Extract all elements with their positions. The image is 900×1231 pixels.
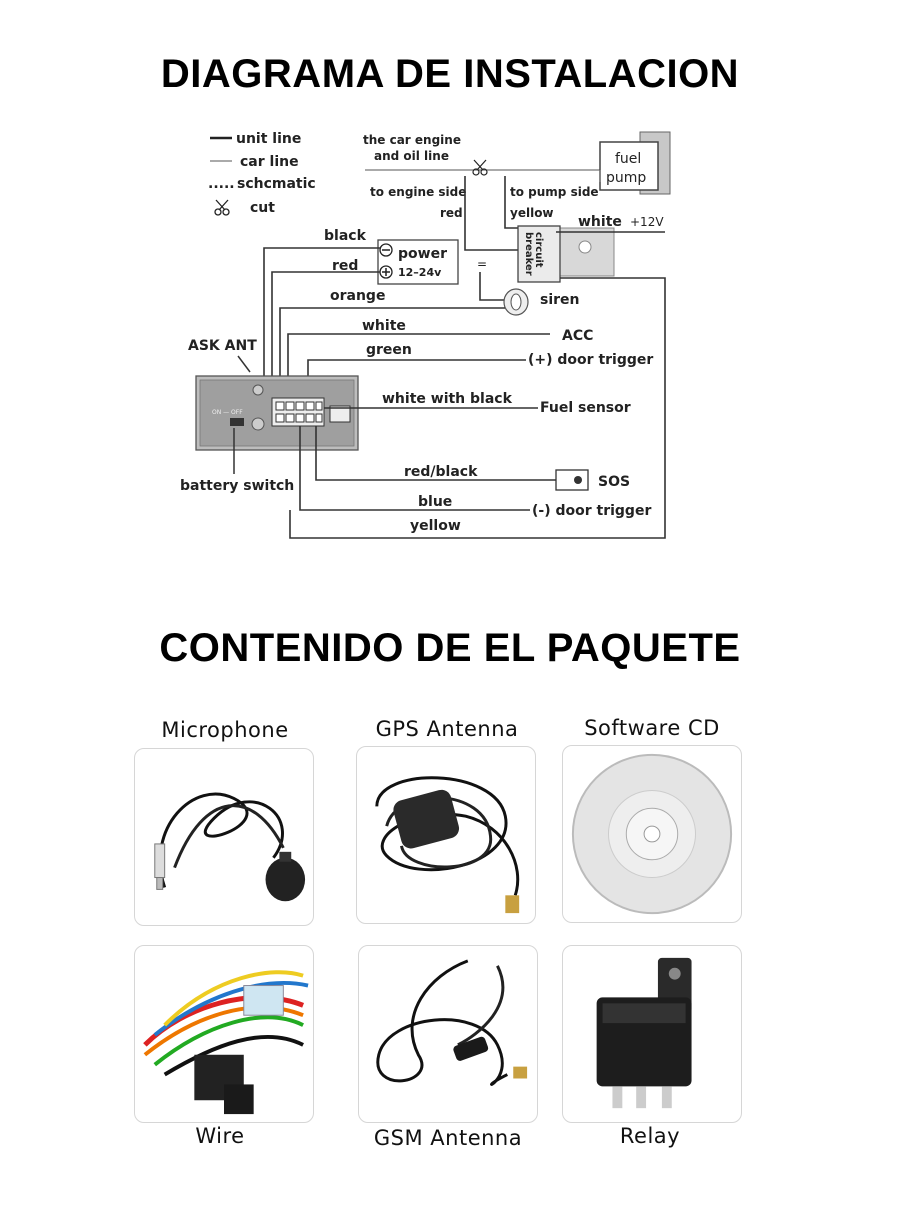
gps-antenna-card (356, 746, 536, 924)
software-cd-icon (571, 753, 733, 915)
diagram-title: DIAGRAMA DE INSTALACION (160, 52, 740, 96)
microphone-icon (154, 792, 306, 902)
breaker-label: breaker (523, 232, 534, 276)
sos-button-icon (555, 469, 589, 491)
battery-switch-knob (230, 418, 244, 426)
acc-label: ACC (562, 328, 593, 344)
yellow-top-label: yellow (510, 206, 554, 220)
installation-diagram: unit line car line ..... schcmatic cut t… (180, 131, 671, 539)
relay-card (562, 945, 742, 1123)
power-label: power (398, 246, 447, 262)
ask-ant-label: ASK ANT (188, 338, 257, 354)
pump-side-label: to pump side (510, 185, 599, 199)
white-top-label: white (578, 214, 622, 230)
black-wire-label: black (324, 228, 367, 244)
legend-cut: cut (250, 200, 275, 216)
on-off-label: ON — OFF (212, 409, 243, 416)
red-top-label: red (440, 206, 463, 220)
battery-switch-label: battery switch (180, 478, 294, 494)
red-black-wire-label: red/black (404, 464, 478, 480)
siren-label: siren (540, 292, 580, 308)
microphone-label: Microphone (161, 718, 289, 742)
relay-icon (596, 957, 692, 1109)
cut-scissors-icon (472, 159, 488, 176)
svg-text:.....: ..... (208, 176, 235, 192)
white-black-wire-label: white with black (382, 391, 513, 407)
legend-unit-line: unit line (236, 131, 301, 147)
fuel-pump-label-1: fuel (615, 151, 641, 167)
microphone-card (134, 748, 314, 926)
scissors-icon (214, 199, 230, 216)
power-voltage: 12–24v (398, 266, 442, 279)
wire-harness-icon (143, 970, 309, 1115)
software-cd-label: Software CD (584, 716, 720, 740)
sos-label: SOS (598, 474, 630, 490)
legend-schematic: schcmatic (237, 176, 316, 192)
engine-oil-label-1: the car engine (363, 133, 461, 147)
engine-side-label: to engine side (370, 185, 466, 199)
relay-label: Relay (619, 1124, 681, 1148)
gsm-antenna-icon (376, 959, 528, 1086)
blue-wire-label: blue (418, 494, 452, 510)
green-wire-label: green (366, 342, 412, 358)
svg-text:=: = (477, 257, 487, 271)
yellow-wire-label: yellow (410, 518, 461, 534)
engine-oil-label-2: and oil line (374, 149, 449, 163)
wire-card (134, 945, 314, 1123)
gsm-antenna-card (358, 945, 538, 1123)
tracker-unit: ON — OFF (195, 375, 359, 451)
white-wire-label: white (362, 318, 406, 334)
legend: unit line car line ..... schcmatic cut (208, 131, 316, 216)
door-trigger-negative-label: (-) door trigger (532, 503, 651, 519)
fuel-sensor-label: Fuel sensor (540, 400, 631, 416)
gps-antenna-label: GPS Antenna (375, 717, 519, 741)
wire-label: Wire (195, 1124, 245, 1148)
fuel-pump-label-2: pump (606, 170, 646, 186)
software-cd-card (562, 745, 742, 923)
circuit-label: circuit (533, 232, 544, 268)
legend-car-line: car line (240, 154, 299, 170)
orange-wire-label: orange (330, 288, 385, 304)
fuel-pump-box (599, 141, 659, 191)
red-wire-label: red (332, 258, 358, 274)
gsm-antenna-label: GSM Antenna (373, 1126, 523, 1150)
gps-antenna-icon (375, 776, 520, 914)
door-trigger-positive-label: (+) door trigger (528, 352, 653, 368)
package-title: CONTENIDO DE EL PAQUETE (159, 626, 741, 670)
plus-12v-label: +12V (630, 215, 664, 229)
circuit-breaker-box (517, 225, 561, 283)
